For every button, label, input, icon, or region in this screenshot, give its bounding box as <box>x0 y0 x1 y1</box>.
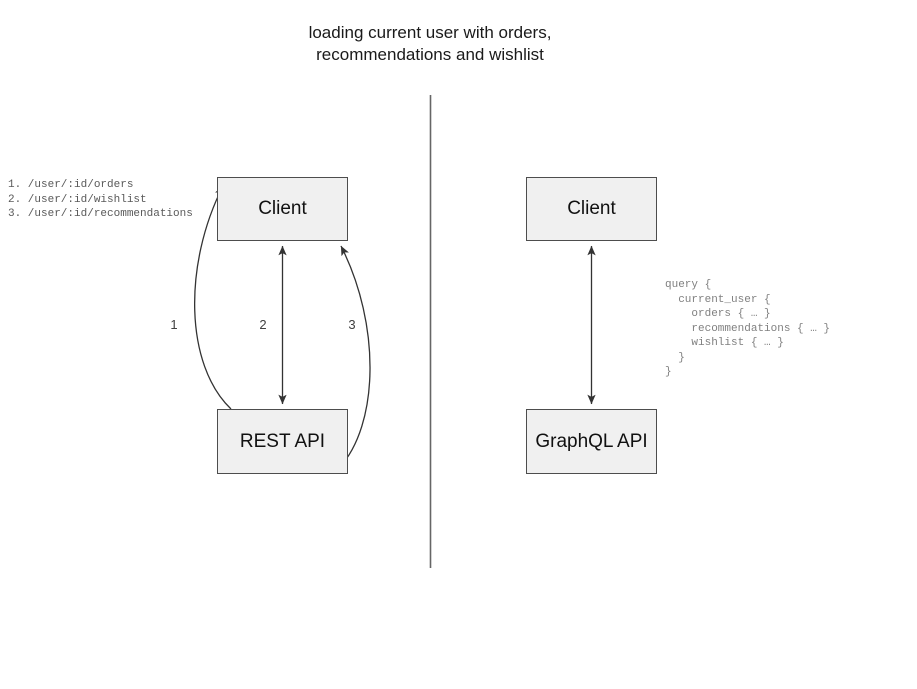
node-graphql-api-label: GraphQL API <box>535 430 648 452</box>
diagram-title: loading current user with orders, recomm… <box>308 23 552 64</box>
edge-label-2: 2 <box>259 317 267 332</box>
node-client-rest[interactable]: Client <box>217 177 348 241</box>
edge-label-1: 1 <box>170 317 178 332</box>
node-client-graphql-label: Client <box>567 198 616 219</box>
node-client-rest-label: Client <box>258 198 307 219</box>
node-client-graphql[interactable]: Client <box>526 177 657 241</box>
rest-edge-3-path <box>338 245 371 469</box>
graphql-query-code: query { current_user { orders { … } reco… <box>665 279 831 378</box>
edge-label-3: 3 <box>348 317 356 332</box>
node-graphql-api[interactable]: GraphQL API <box>526 409 657 474</box>
rest-edge-1-path <box>194 185 232 410</box>
rest-endpoint-list: 1. /user/:id/orders 2. /user/:id/wishlis… <box>8 179 193 220</box>
node-rest-api[interactable]: REST API <box>217 409 348 474</box>
node-rest-api-label: REST API <box>239 430 326 452</box>
